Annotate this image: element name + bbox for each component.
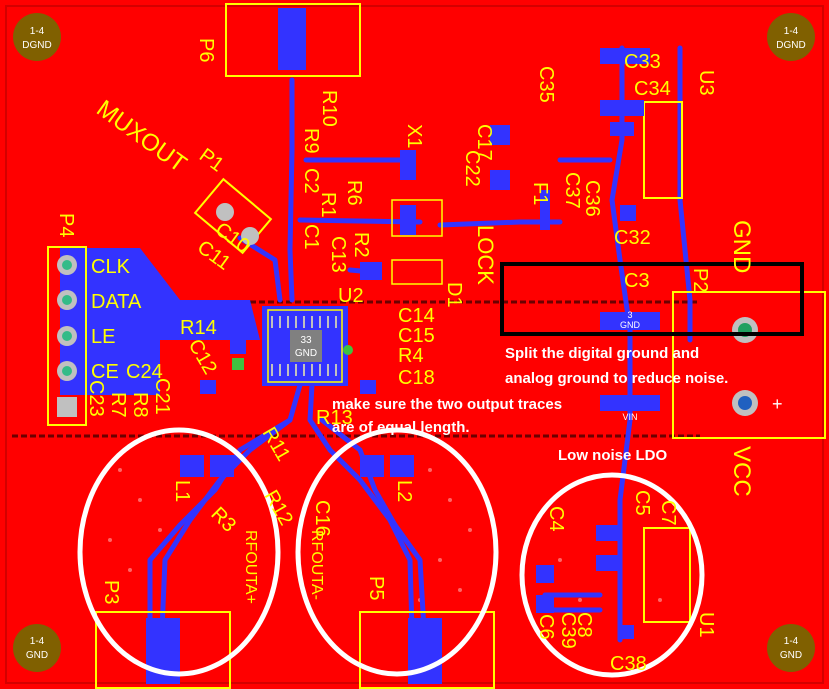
des-p3: P3 — [100, 580, 122, 604]
label-gnd: GND — [728, 220, 755, 273]
des-r2: R2 — [350, 232, 372, 258]
mount-bl-line2: GND — [26, 650, 48, 661]
note-traces-line1: make sure the two output traces — [332, 396, 562, 413]
connector-outlines — [47, 3, 826, 689]
des-c8: C8 — [573, 612, 595, 638]
label-plus: + — [772, 394, 783, 414]
pin-clk: CLK — [91, 256, 131, 278]
des-r8: R8 — [129, 392, 151, 418]
des-l2: L2 — [393, 480, 415, 502]
note-ldo: Low noise LDO — [558, 447, 668, 464]
des-c13: C13 — [327, 236, 349, 273]
note-traces-line2: are of equal length. — [332, 419, 470, 436]
des-r9: R9 — [300, 128, 322, 154]
des-c14: C14 — [398, 305, 435, 327]
pin-le: LE — [91, 326, 115, 348]
des-c24: C24 — [126, 361, 163, 383]
des-r4: R4 — [398, 345, 424, 367]
copper-pour-digital — [60, 248, 260, 395]
des-p4: P4 — [55, 213, 77, 237]
des-u3: U3 — [695, 70, 717, 96]
highlight-box — [500, 262, 804, 336]
mount-tl-line1: 1-4 — [30, 26, 45, 37]
des-d1: D1 — [443, 282, 465, 308]
des-c6: C6 — [535, 614, 557, 640]
u3-gnd-label: GND — [620, 320, 641, 330]
pin-data: DATA — [91, 291, 142, 313]
mount-tr-line1: 1-4 — [784, 26, 799, 37]
des-c17: C17 — [473, 124, 495, 161]
des-c21: C21 — [151, 378, 173, 415]
des-x1: X1 — [403, 124, 425, 148]
des-r13: R13 — [316, 407, 353, 429]
des-c36: C36 — [581, 180, 603, 217]
mounting-hole-bottom-right: 1-4 GND — [767, 624, 815, 672]
pin-ce: CE — [91, 361, 119, 383]
label-rfouta-minus: RFOUTA- — [308, 530, 325, 600]
des-l1: L1 — [171, 480, 193, 502]
u3-pad-number: 3 — [627, 310, 632, 320]
des-c38: C38 — [610, 653, 647, 675]
des-c18: C18 — [398, 367, 435, 389]
u2-pad-number: 33 — [300, 335, 312, 346]
connector-pads — [57, 8, 758, 684]
des-u2: U2 — [338, 285, 364, 307]
des-c34: C34 — [634, 78, 671, 100]
des-c22: C22 — [461, 150, 483, 187]
rf-output-circle-right — [295, 427, 499, 677]
des-r14: R14 — [180, 317, 217, 339]
des-r6: R6 — [343, 180, 365, 206]
mount-tl-line2: DGND — [22, 40, 51, 51]
label-rfouta-plus: RFOUTA+ — [242, 530, 259, 604]
rf-output-circle-left — [77, 427, 281, 677]
ldo-circle — [519, 472, 705, 678]
label-lock: LOCK — [473, 225, 498, 285]
des-r1: R1 — [317, 192, 339, 218]
des-r10: R10 — [318, 90, 340, 127]
des-c4: C4 — [545, 506, 567, 532]
des-c37: C37 — [561, 172, 583, 209]
des-c33: C33 — [624, 51, 661, 73]
des-c2: C2 — [300, 168, 322, 194]
des-u1: U1 — [695, 612, 717, 638]
mount-tr-line2: DGND — [776, 40, 805, 51]
des-c16: C16 — [311, 500, 333, 537]
note-split-line2: analog ground to reduce noise. — [505, 370, 728, 387]
mounting-hole-bottom-left: 1-4 GND — [13, 624, 61, 672]
des-c7: C7 — [657, 500, 679, 526]
label-vcc: VCC — [728, 446, 755, 497]
des-c39: C39 — [557, 612, 579, 649]
des-c32: C32 — [614, 227, 651, 249]
des-c1: C1 — [300, 224, 322, 250]
note-split-line1: Split the digital ground and — [505, 345, 699, 362]
u2-gnd-label: GND — [295, 348, 317, 359]
ic-u2 — [232, 309, 353, 383]
traces — [147, 45, 693, 643]
des-c15: C15 — [398, 325, 435, 347]
des-r7: R7 — [107, 392, 129, 418]
mount-br-line1: 1-4 — [784, 636, 799, 647]
des-p6: P6 — [195, 38, 217, 62]
mount-bl-line1: 1-4 — [30, 636, 45, 647]
des-c23: C23 — [85, 380, 107, 417]
u3-vin-label: VIN — [622, 412, 637, 422]
des-c3: C3 — [624, 270, 650, 292]
des-p2: P2 — [689, 268, 711, 292]
mounting-hole-top-right: 1-4 DGND — [767, 13, 815, 61]
smd-pads — [180, 48, 660, 639]
des-c35: C35 — [535, 66, 557, 103]
mounting-hole-top-left: 1-4 DGND — [13, 13, 61, 61]
des-p5: P5 — [365, 576, 387, 600]
des-f1: F1 — [529, 182, 551, 205]
mount-br-line2: GND — [780, 650, 802, 661]
des-c5: C5 — [631, 490, 653, 516]
